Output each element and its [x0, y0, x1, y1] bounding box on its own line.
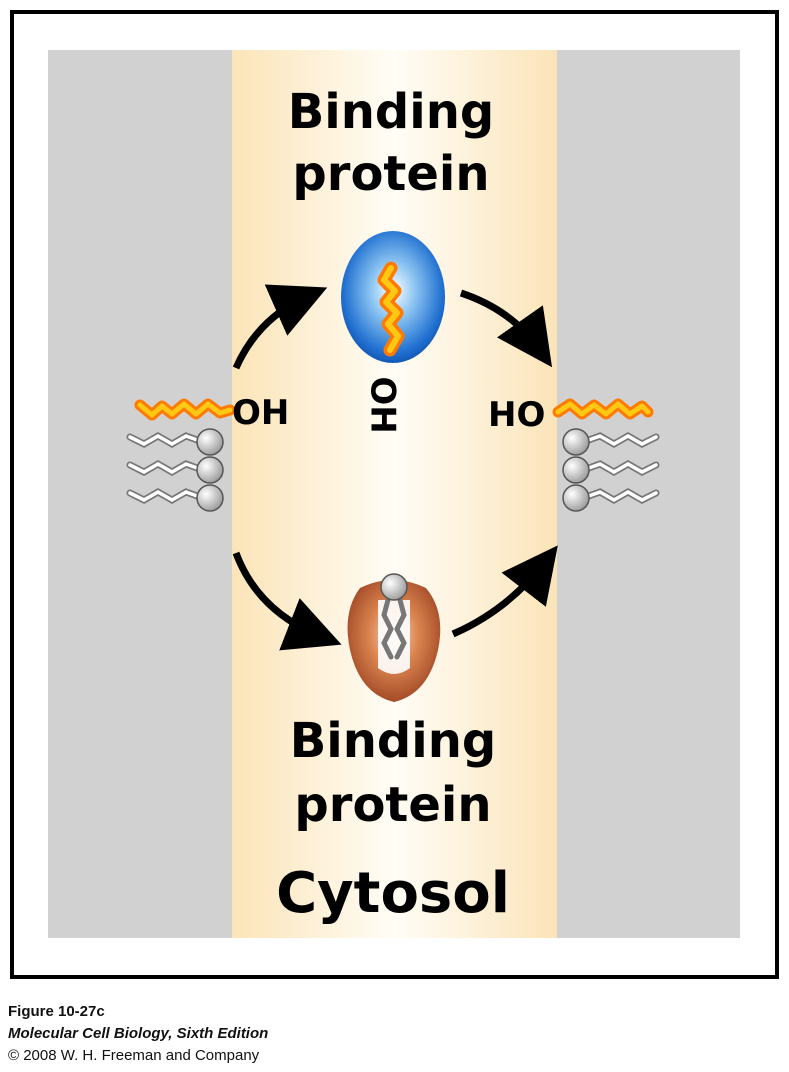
top-protein-label-line1: Binding: [288, 84, 495, 140]
arrow-bottom-to-right-icon: [451, 545, 558, 638]
copyright-line: © 2008 W. H. Freeman and Company: [8, 1047, 260, 1064]
oh-left-label: OH: [232, 393, 289, 433]
cytosol-label: Cytosol: [276, 861, 510, 926]
cytosol-region: [232, 50, 557, 938]
figure-number: Figure 10-27c: [8, 1003, 105, 1020]
head-group-left-1: [196, 428, 224, 456]
lipid-right: [552, 398, 660, 512]
bottom-protein-label-line1: Binding: [290, 713, 497, 769]
arrow-left-to-top-icon: [232, 284, 328, 370]
bound-head-group-icon: [380, 573, 408, 601]
binding-protein-top: [341, 231, 445, 363]
head-group-right-3: [562, 484, 590, 512]
arrow-left-to-bottom-icon: [232, 551, 342, 651]
top-protein-label-line2: protein: [292, 146, 489, 202]
ho-right-label: HO: [488, 395, 545, 435]
bottom-protein-label-line2: protein: [294, 777, 491, 833]
head-group-left-3: [196, 484, 224, 512]
lipid-left: [126, 398, 236, 512]
arrow-top-to-right-icon: [459, 289, 553, 368]
head-group-right-2: [562, 456, 590, 484]
book-title: Molecular Cell Biology, Sixth Edition: [8, 1025, 269, 1042]
oh-bound-label: OH: [363, 376, 403, 433]
binding-protein-bottom: [347, 573, 441, 702]
head-group-right-1: [562, 428, 590, 456]
head-group-left-2: [196, 456, 224, 484]
